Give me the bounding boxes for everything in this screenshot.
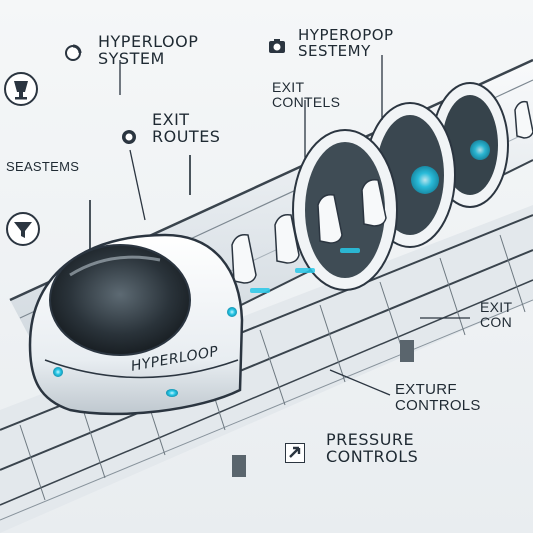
pressure-controls-label: PRESSURE CONTROLS (326, 430, 419, 466)
hyperloop-system-label: HYPERLOOP SYSTEM (98, 32, 199, 68)
seats (231, 100, 533, 284)
exit-contels-label: EXIT CONTELS (272, 79, 341, 110)
hyperopop-sestemy-label: HYPEROPOP SESTEMY (298, 26, 394, 60)
camera-icon (269, 39, 285, 53)
exit-routes-label: EXIT ROUTES (152, 110, 221, 146)
seastems-label: SEASTEMS (6, 159, 80, 174)
funnel-icon (6, 212, 40, 246)
callout-lines (119, 55, 470, 396)
pod (28, 233, 244, 416)
floor-lights (250, 248, 360, 293)
cabin-rings (292, 82, 509, 291)
arrow-icon (285, 443, 305, 463)
cup-icon (4, 72, 38, 106)
exturf-controls-label: EXTURF CONTROLS (395, 381, 481, 414)
ring-icon (122, 130, 136, 144)
spinner-icon (65, 44, 82, 61)
exit-con-label: EXIT CON (480, 299, 513, 330)
